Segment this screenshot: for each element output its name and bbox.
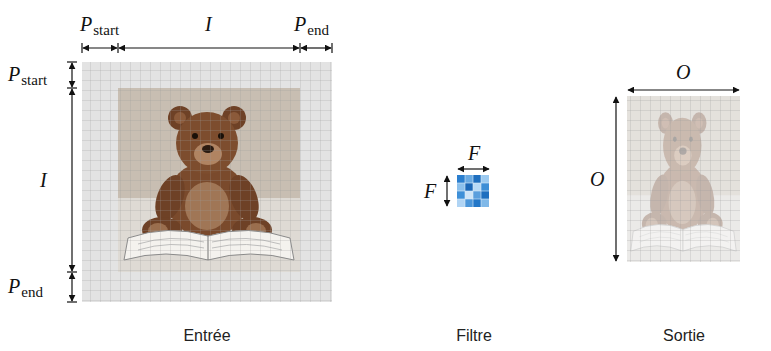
input-grid [82, 62, 332, 302]
panel-caption: Sortie [616, 327, 752, 345]
dimension-label: I [40, 170, 47, 190]
image-panel: Sortie [616, 96, 752, 345]
dimension-arrows [67, 43, 739, 302]
filter-kernel [457, 175, 489, 207]
dimension-subscript: end [307, 23, 329, 38]
dimension-subscript: end [21, 285, 43, 300]
panel-caption: Filtre [426, 327, 522, 345]
image-panel: Entrée [78, 62, 336, 345]
dimension-label: P [8, 276, 20, 296]
dimension-label: P [8, 64, 20, 84]
dimension-subscript: start [93, 23, 119, 38]
dimension-label: I [205, 14, 212, 34]
output-photo [627, 96, 740, 262]
image-panel: Filtre [426, 175, 522, 345]
dimension-label: O [676, 62, 690, 82]
dimension-label: P [294, 14, 306, 34]
padding-area [82, 62, 332, 302]
dimension-label: F [468, 143, 480, 163]
dimension-label: O [590, 169, 604, 189]
output-ground [627, 96, 740, 262]
dimension-subscript: start [21, 73, 47, 88]
panel-caption: Entrée [78, 327, 336, 345]
dimension-label: F [424, 181, 436, 201]
output-grid [627, 96, 740, 262]
dimension-label: P [80, 14, 92, 34]
